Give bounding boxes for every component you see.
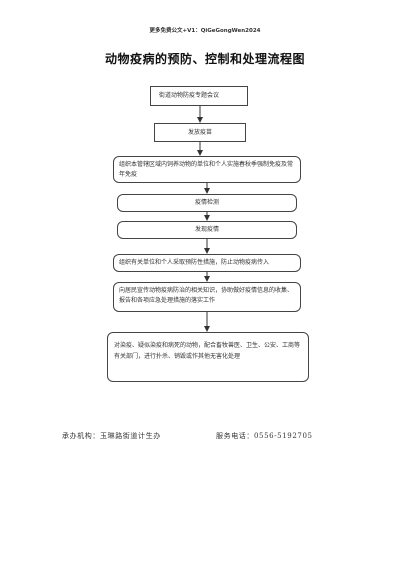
footer-organizer: 承办机构：玉琳路街道计生办 <box>62 432 161 440</box>
page-title: 动物疫病的预防、控制和处理流程图 <box>104 52 305 66</box>
flow-step-epidemic-found: 发现疫情 <box>117 221 297 239</box>
flow-step-disposal: 对染疫、疑似染疫和病死的动物，配合畜牧兽医、卫生、公安、工商等有关部门，进行扑杀… <box>107 332 309 382</box>
footer-phone: 服务电话：0556-5192705 <box>216 432 313 440</box>
flow-step-preventive-measures: 组织有关单位和个人采取预防性措施，防止动物疫病传入 <box>113 254 301 272</box>
top-note: 更多免费公文+V1：QiGeGongWen2024 <box>149 28 261 34</box>
flow-step-organize-immunization: 组织本管辖区域内饲养动物的单位和个人实施春秋季强制免疫及常年免疫 <box>113 156 301 183</box>
flow-step-public-education: 向居民宣传动物疫病防治的相关知识，协助做好疫情信息的收集、报告和各项应急处理措施… <box>113 282 301 312</box>
flow-step-epidemic-monitoring: 疫情检测 <box>117 194 297 212</box>
flow-step-distribute-vaccine: 发放疫苗 <box>154 123 246 142</box>
flow-step-meeting: 街道动物防疫专题会议 <box>150 86 248 106</box>
